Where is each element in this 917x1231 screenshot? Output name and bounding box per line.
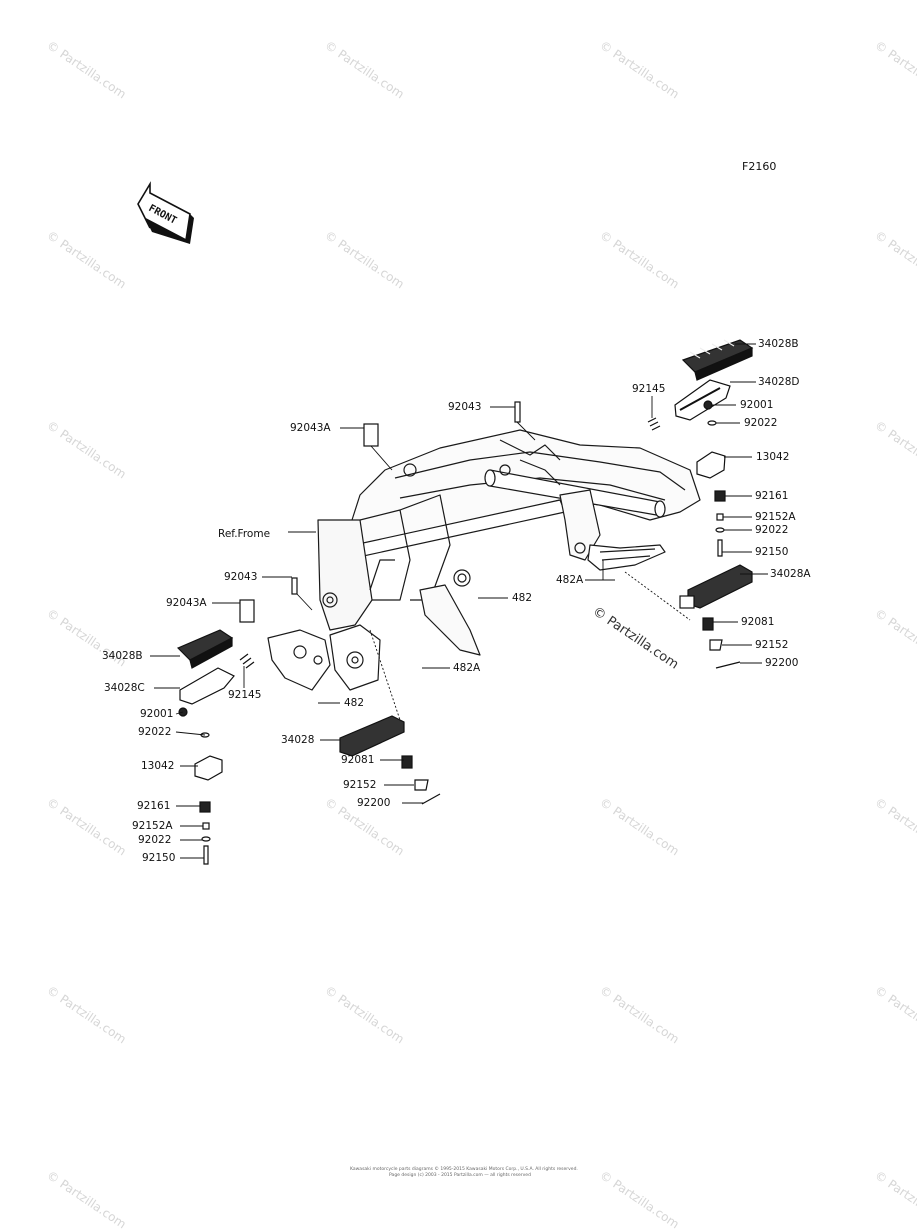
part-label[interactable]: 92043 [224, 571, 258, 583]
pin-icon [514, 401, 521, 423]
collar-icon [716, 513, 724, 521]
part-label[interactable]: 482 [344, 697, 365, 709]
part-label[interactable]: 34028B [758, 338, 799, 350]
part-label[interactable]: 92161 [137, 800, 171, 812]
footpeg-rider-left-icon [339, 715, 405, 757]
pin-bracket-icon [696, 451, 726, 479]
part-label[interactable]: 92150 [142, 852, 176, 864]
part-label[interactable]: 92081 [341, 754, 375, 766]
part-label[interactable]: 92152A [132, 820, 173, 832]
frame-drawing [267, 429, 701, 691]
part-label[interactable]: 92161 [755, 490, 789, 502]
part-label[interactable]: 92081 [741, 616, 775, 628]
washer-icon [715, 527, 725, 533]
bolt-icon [717, 539, 723, 557]
part-label[interactable]: 92150 [755, 546, 789, 558]
parts-diagram-canvas: FRONT [137, 181, 768, 865]
part-label[interactable]: 92043 [448, 401, 482, 413]
clip-icon [709, 639, 723, 651]
footpeg-rubber-left-icon [176, 629, 234, 669]
part-label[interactable]: 92022 [138, 726, 172, 738]
pin-bracket-icon [194, 755, 223, 781]
part-label[interactable]: 92152 [343, 779, 377, 791]
clip-icon [414, 779, 429, 791]
copyright-line: Page design (c) 2003 - 2015 Partzilla.co… [389, 1173, 531, 1178]
collar-icon [202, 822, 210, 830]
part-label[interactable]: 92022 [744, 417, 778, 429]
part-label[interactable]: 92200 [765, 657, 799, 669]
spring-icon [647, 417, 661, 431]
footpeg-holder-right-icon [674, 379, 731, 421]
bolt-icon [203, 845, 209, 865]
diagram-code: F2160 [742, 160, 777, 173]
part-label[interactable]: 92022 [755, 524, 789, 536]
spring-icon [702, 617, 714, 631]
part-label[interactable]: 34028 [281, 734, 315, 746]
part-label[interactable]: 92200 [357, 797, 391, 809]
nut-icon [714, 490, 726, 502]
part-label[interactable]: 92152A [755, 511, 796, 523]
bolt-icon [703, 400, 713, 410]
parts-drawing [176, 339, 754, 865]
part-label[interactable]: 92145 [228, 689, 262, 701]
part-label[interactable]: 92001 [140, 708, 174, 720]
part-label[interactable]: 34028A [770, 568, 811, 580]
part-label[interactable]: 34028D [758, 376, 800, 388]
leader-lines [150, 343, 768, 859]
part-label[interactable]: 482A [556, 574, 584, 586]
copyright-notice: Kawasaki motorcycle parts diagrams © 199… [350, 1167, 578, 1179]
footpeg-holder-left-icon [179, 667, 235, 705]
part-label[interactable]: 34028B [102, 650, 143, 662]
part-label[interactable]: 13042 [756, 451, 790, 463]
footpeg-rider-right-icon [679, 564, 753, 609]
spring-icon [401, 755, 413, 769]
pin-icon [291, 577, 298, 595]
nut-icon [199, 801, 211, 813]
part-label[interactable]: 13042 [141, 760, 175, 772]
bushing-icon [239, 599, 255, 623]
frame-reference-label: Ref.Frome [218, 528, 271, 540]
part-label[interactable]: 92145 [632, 383, 666, 395]
part-label[interactable]: 92001 [740, 399, 774, 411]
bushing-icon [363, 423, 379, 447]
copyright-line: Kawasaki motorcycle parts diagrams © 199… [350, 1167, 578, 1172]
part-label[interactable]: 92043A [166, 597, 207, 609]
spring-icon [239, 653, 255, 669]
footpeg-rubber-right-icon [681, 339, 754, 381]
pin-icon [715, 661, 741, 669]
part-label[interactable]: 92152 [755, 639, 789, 651]
washer-icon [707, 420, 717, 426]
washer-icon [201, 836, 211, 842]
part-label[interactable]: 92022 [138, 834, 172, 846]
pin-icon [421, 793, 441, 805]
part-label[interactable]: 92043A [290, 422, 331, 434]
part-label[interactable]: 482 [512, 592, 533, 604]
part-label[interactable]: 482A [453, 662, 481, 674]
front-arrow-icon: FRONT [137, 181, 194, 244]
part-label[interactable]: 34028C [104, 682, 145, 694]
